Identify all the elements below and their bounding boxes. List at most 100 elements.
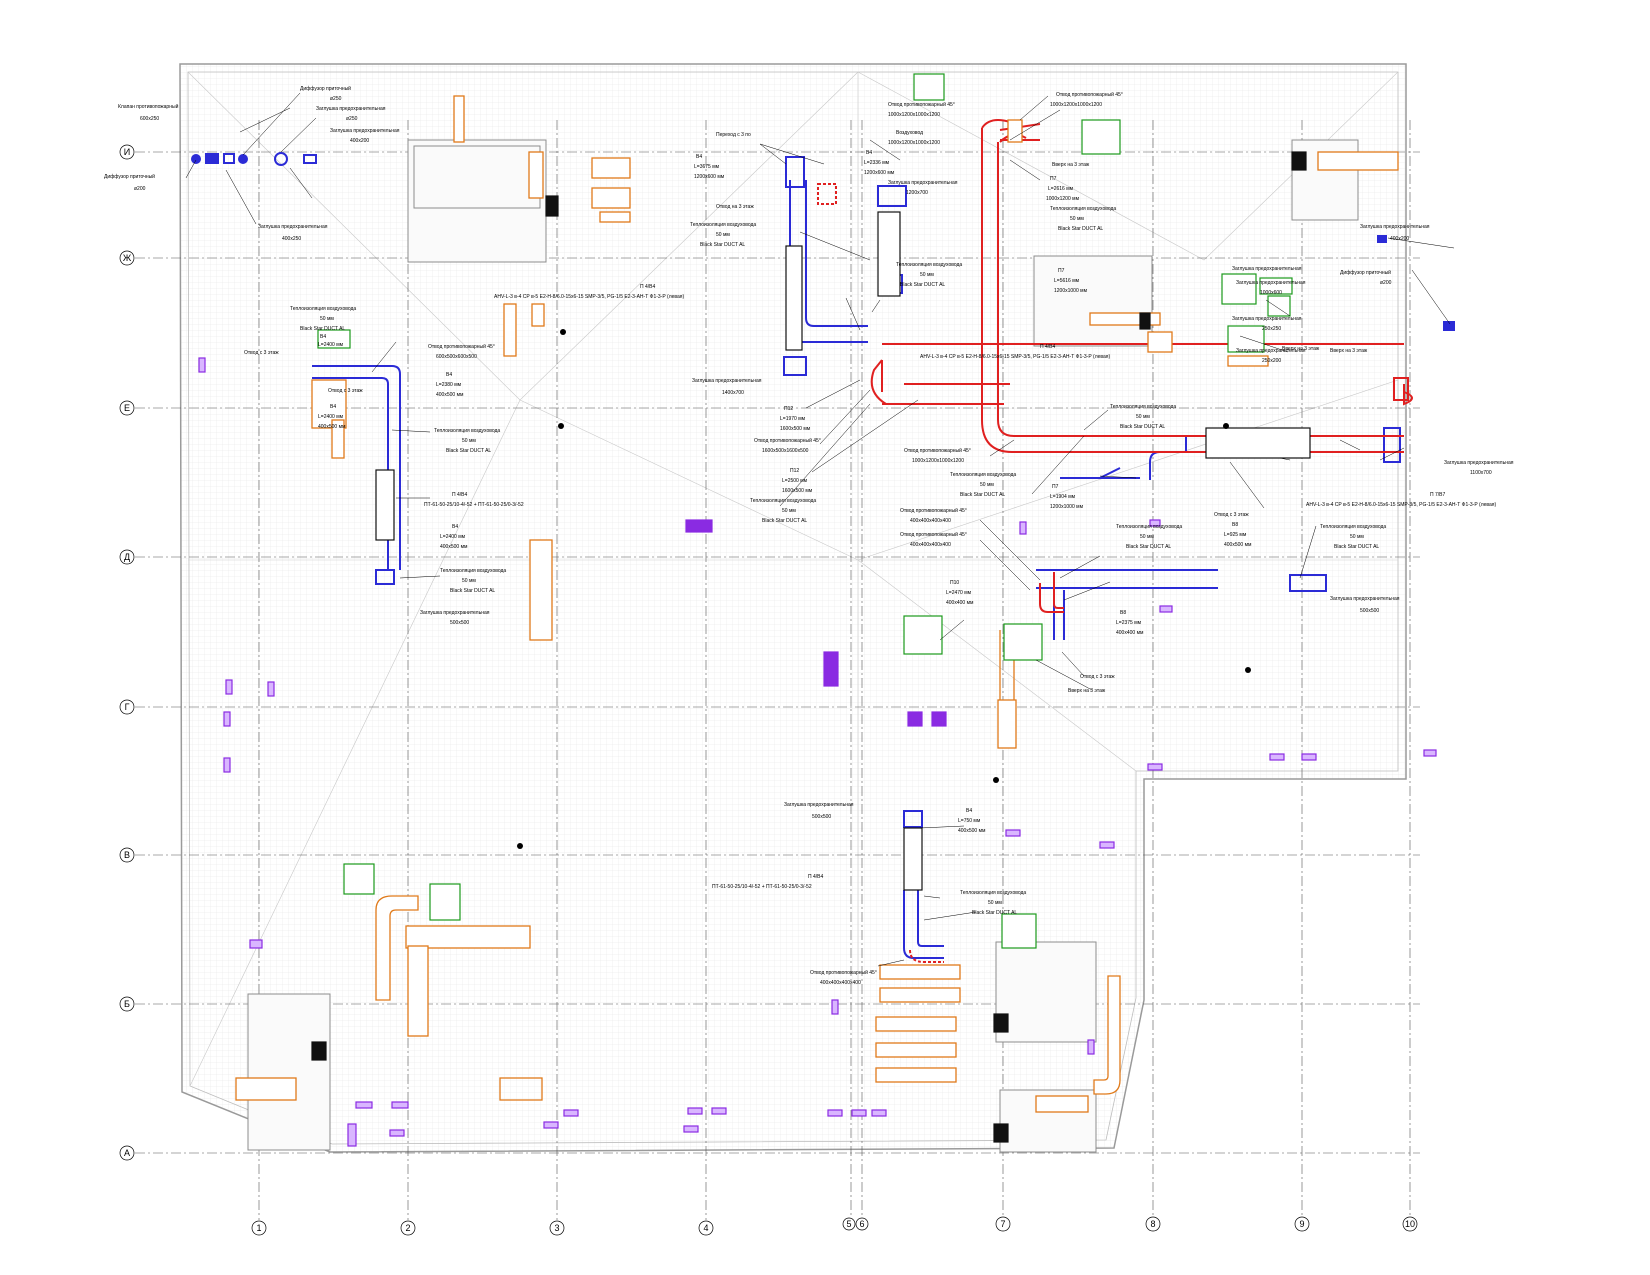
label-otvod-right: Отвод с 3 этаж: [1214, 512, 1249, 518]
axis-row-5: Г: [119, 699, 135, 715]
label-diff-top-size: ø250: [330, 96, 342, 102]
label-duct-red-top: Воздуховод: [896, 130, 923, 136]
label-b4-bottom: В4: [966, 808, 972, 814]
label-valve-fan: Теплоизоляция воздуховода: [896, 262, 962, 268]
label-valve-right5: Заглушка предохранительная: [1236, 348, 1306, 354]
label-b4-mid-len: L=2336 мм: [864, 160, 890, 166]
label-v4-top-size: 1200х600 мм: [694, 174, 725, 180]
label-vent-top-left: Отвод противопожарный 45°: [888, 101, 955, 108]
label-thermo-mid-left: Теплоизоляция воздуховода: [434, 428, 500, 434]
label-thermo-lower-left-mat: Black Star DUCT AL: [450, 588, 495, 594]
label-thermo-lower-left-size: 50 мм: [462, 578, 476, 584]
svg-text:3: 3: [554, 1223, 559, 1233]
label-p4v4-bottom-spec: ПТ-61-50-25/10-4/-52 + ПТ-61-50-25/0-3/-…: [712, 884, 812, 890]
label-thermo-b8b-mat: Black Star DUCT AL: [1126, 544, 1171, 550]
label-up3: Вверх на 3 этаж: [1052, 162, 1090, 168]
label-grille-lower-left: Заглушка предохранительная: [420, 610, 490, 616]
column-axis-markers: 1 2 3 4 5 6 7 8 9 10: [251, 1216, 1418, 1236]
svg-text:Д: Д: [124, 552, 130, 562]
label-thermo-bottom: Теплоизоляция воздуховода: [960, 890, 1026, 896]
label-thermo-right-size: 50 мм: [1136, 414, 1150, 420]
label-thermo-p12-mat: Black Star DUCT AL: [762, 518, 807, 524]
label-otvod-left-b: Отвод с 3 этаж: [328, 388, 363, 394]
axis-col-5: 5: [842, 1217, 856, 1231]
svg-text:В: В: [124, 850, 130, 860]
label-p7-mid-box-len: L=5616 мм: [1054, 278, 1080, 284]
label-vent-red-mid-size: 1000х1200х1000х1200: [912, 458, 964, 464]
label-b4-left-b-size: 400х500 мм: [318, 424, 346, 430]
label-p4-num: П 4/В4: [1040, 344, 1055, 350]
label-b8b: В8: [1120, 610, 1126, 616]
svg-text:А: А: [124, 1148, 130, 1158]
axis-col-7: 7: [995, 1216, 1011, 1232]
label-vent-left-size: 400х250: [282, 236, 301, 242]
label-p4-left2-spec: ПТ-61-50-25/10-4/-52 + ПТ-61-50-25/0-3/-…: [424, 502, 524, 508]
label-thermo-right: Теплоизоляция воздуховода: [1110, 404, 1176, 410]
label-outlet-mid: Отвод на 3 этаж: [716, 204, 754, 210]
label-thermo-b8b-size: 50 мм: [1140, 534, 1154, 540]
svg-text:2: 2: [405, 1223, 410, 1233]
label-grille-top: Заглушка предохранительная: [316, 106, 386, 112]
label-p12-len: L=1970 мм: [780, 416, 806, 422]
label-b8-len: L=925 мм: [1224, 532, 1247, 538]
label-valve-bottom-size: 500х500: [812, 814, 831, 820]
label-thermo-left: Теплоизоляция воздуховода: [290, 306, 356, 312]
label-p4v4-bottom: П 4/В4: [808, 874, 823, 880]
label-b4-left-b: В4: [330, 404, 336, 410]
label-transition-top: Переход с 3 по: [716, 132, 751, 138]
label-vent-b8-size: 400х400х400х400: [910, 518, 951, 524]
label-thermo-p12-size: 50 мм: [782, 508, 796, 514]
label-vent-bottom-size: 400х400х400х400: [820, 980, 861, 986]
label-diff-right3: Заглушка предохранительная: [1232, 316, 1302, 322]
label-diff-right2-size: 1000х600: [1260, 290, 1282, 296]
label-vent-b8b: Отвод противопожарный 45°: [900, 531, 967, 538]
label-p7-mid-size: 1200х1000 мм: [1050, 504, 1084, 510]
label-valve-fan-size: 50 мм: [920, 272, 934, 278]
label-thermo-bottom-mat: Black Star DUCT AL: [972, 910, 1017, 916]
label-b4-left-len: L=2400 мм: [318, 342, 344, 348]
label-p4-spec: АНV-L-3 в-4 СР в-5 Е2-Н-8/6.0-15х6-15 SM…: [494, 294, 685, 300]
label-thermo-mid-left-mat: Black Star DUCT AL: [446, 448, 491, 454]
label-p4-left-size: 400х500 мм: [436, 392, 464, 398]
label-b8: В8: [1232, 522, 1238, 528]
label-thermo-top: Теплоизоляция воздуховода: [690, 222, 756, 228]
leader-lines: [185, 92, 1455, 967]
label-valve-right5-size: 250х200: [1262, 358, 1281, 364]
building-outline: [179, 63, 1407, 1153]
svg-text:5: 5: [846, 1219, 851, 1229]
label-vent-red-mid: Отвод противопожарный 45°: [904, 447, 971, 454]
label-vent-b8: Отвод противопожарный 45°: [900, 507, 967, 514]
label-p7v7: П 7/В7: [1430, 492, 1445, 498]
axis-col-6: 6: [855, 1217, 869, 1231]
label-thermo-left-mat: Black Star DUCT AL: [300, 326, 345, 332]
label-v4-top: В4: [696, 154, 702, 160]
label-valve-bottom: Заглушка предохранительная: [784, 802, 854, 808]
label-vent-p12-size: 1600х500х1600х500: [762, 448, 809, 454]
label-p4-left-len: L=2380 мм: [436, 382, 462, 388]
label-p12b-len: L=2500 мм: [782, 478, 808, 484]
label-thermo-b8-size: 50 мм: [1350, 534, 1364, 540]
label-thermo-red-mid-size: 50 мм: [980, 482, 994, 488]
label-p7-size: 1000х1200 мм: [1046, 196, 1080, 202]
label-valve-right-big-size: 1100х700: [1470, 470, 1492, 476]
label-p12-size: 1600х500 мм: [780, 426, 811, 432]
label-grille-left: Клапан противопожарный: [118, 103, 179, 110]
label-duct-red-size: 1000х1200х1000х1200: [888, 140, 940, 146]
axis-col-1: 1: [251, 1220, 267, 1236]
label-thermo-lower-left: Теплоизоляция воздуховода: [440, 568, 506, 574]
label-p4-left2: П 4/В4: [452, 492, 467, 498]
label-p7-mid-box-size: 1200х1000 мм: [1054, 288, 1088, 294]
label-p7-len: L=2616 мм: [1048, 186, 1074, 192]
label-thermo-left-size: 50 мм: [320, 316, 334, 322]
label-p4-spec-mid: АНV-L-3 в-4 СР в-5 Е2-Н-8/6.0-15х6-15 SM…: [920, 354, 1111, 360]
label-b4-left: В4: [320, 334, 326, 340]
label-vent-top-right: Отвод противопожарный 45°: [1056, 91, 1123, 98]
label-b4-mid-size: 1200х600 мм: [864, 170, 895, 176]
label-diff-right2: Заглушка предохранительная: [1236, 280, 1306, 286]
label-valve-mid2-size: 1400х700: [722, 390, 744, 396]
label-vent-left: Заглушка предохранительная: [258, 224, 328, 230]
label-p7: П7: [1050, 176, 1057, 182]
label-p7v7-spec: АНV-L-3 в-4 СР в-5 Е2-Н-8/6.0-15х6-15 SM…: [1306, 502, 1497, 508]
label-thermo-red: Теплоизоляция воздуховода: [1050, 206, 1116, 212]
